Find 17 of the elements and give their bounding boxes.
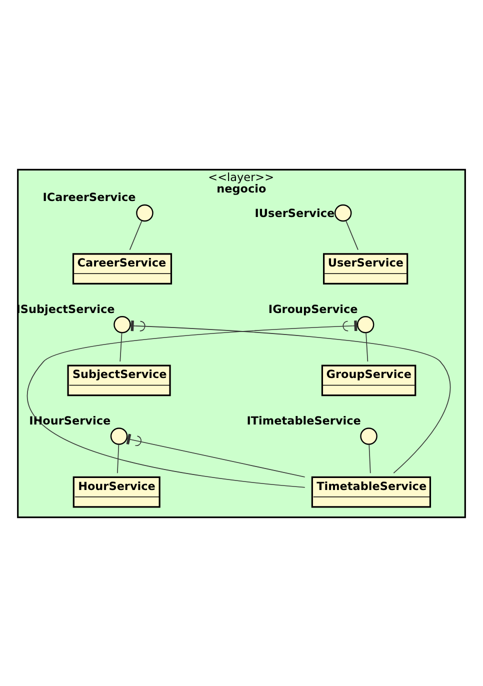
node-circle: [110, 427, 128, 444]
connector: [129, 220, 142, 250]
node-label: IUserService: [254, 206, 335, 220]
connector: [126, 433, 306, 477]
connector: [346, 220, 358, 250]
node-circle: [360, 427, 378, 444]
node-circle: [356, 316, 374, 333]
connector: [117, 443, 120, 474]
node-label: ITimetableService: [246, 414, 361, 427]
connector: [368, 443, 371, 474]
node-label: ICareerService: [42, 190, 136, 204]
node-circle: [334, 204, 352, 222]
node-circle: [136, 204, 154, 222]
connector: [120, 332, 122, 362]
node-circle: [114, 316, 131, 333]
connector: [366, 332, 368, 362]
node-label: IGroupService: [268, 302, 358, 316]
